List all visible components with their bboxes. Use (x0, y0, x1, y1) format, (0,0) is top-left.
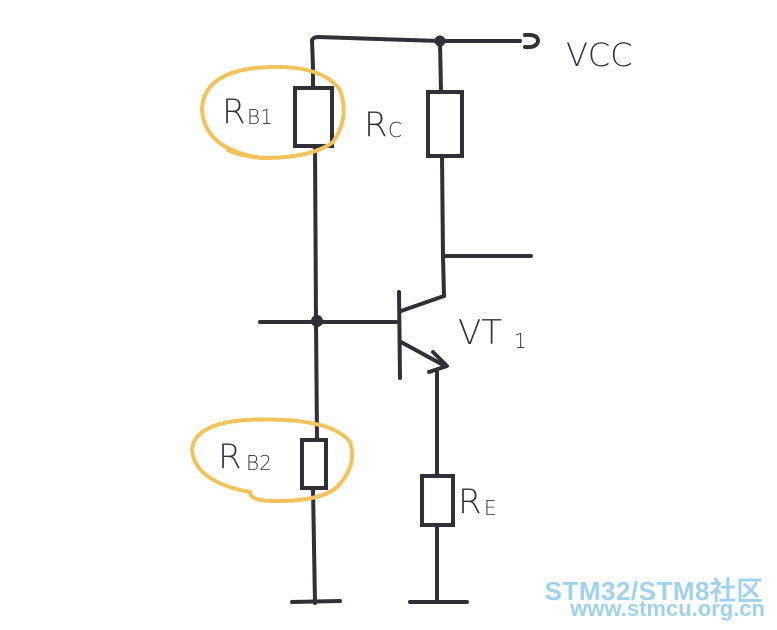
re-resistor (420, 474, 455, 527)
svg-text:1: 1 (514, 329, 527, 353)
rb1-label: R B1 (222, 92, 273, 132)
svg-text:R: R (218, 437, 242, 477)
rb2-resistor (300, 438, 328, 490)
svg-text:E: E (484, 496, 497, 520)
svg-text:R: R (458, 482, 482, 522)
emitter-branch (408, 370, 469, 604)
vt1-label: VT 1 (458, 313, 527, 353)
transistor-symbol (397, 290, 449, 380)
vcc-rail (310, 32, 540, 70)
bias-branch (258, 66, 398, 605)
transistor-emitter-lead (399, 340, 447, 368)
rb2-highlight-loop (189, 417, 355, 504)
watermark-url: www.stmcu.org.cn (570, 596, 765, 621)
vcc-label: VCC (566, 36, 633, 74)
re-label: R E (458, 482, 497, 522)
transistor-base-bar (397, 290, 402, 380)
svg-text:R: R (222, 92, 246, 132)
transistor-collector-lead (399, 294, 446, 313)
transistor-emitter-arrow (427, 350, 449, 374)
collector-branch (426, 39, 533, 298)
svg-text:B2: B2 (246, 451, 272, 475)
watermark-community: STM32/STM8社区 (544, 576, 763, 606)
rc-resistor (426, 90, 464, 158)
svg-text:B1: B1 (247, 105, 273, 129)
rb1-highlight-loop (199, 64, 346, 161)
svg-text:R: R (364, 105, 388, 145)
svg-text:C: C (388, 118, 402, 142)
rb1-resistor (293, 86, 334, 148)
rc-label: R C (364, 105, 402, 145)
svg-text:VT: VT (458, 313, 502, 353)
rb2-label: R B2 (218, 437, 272, 477)
